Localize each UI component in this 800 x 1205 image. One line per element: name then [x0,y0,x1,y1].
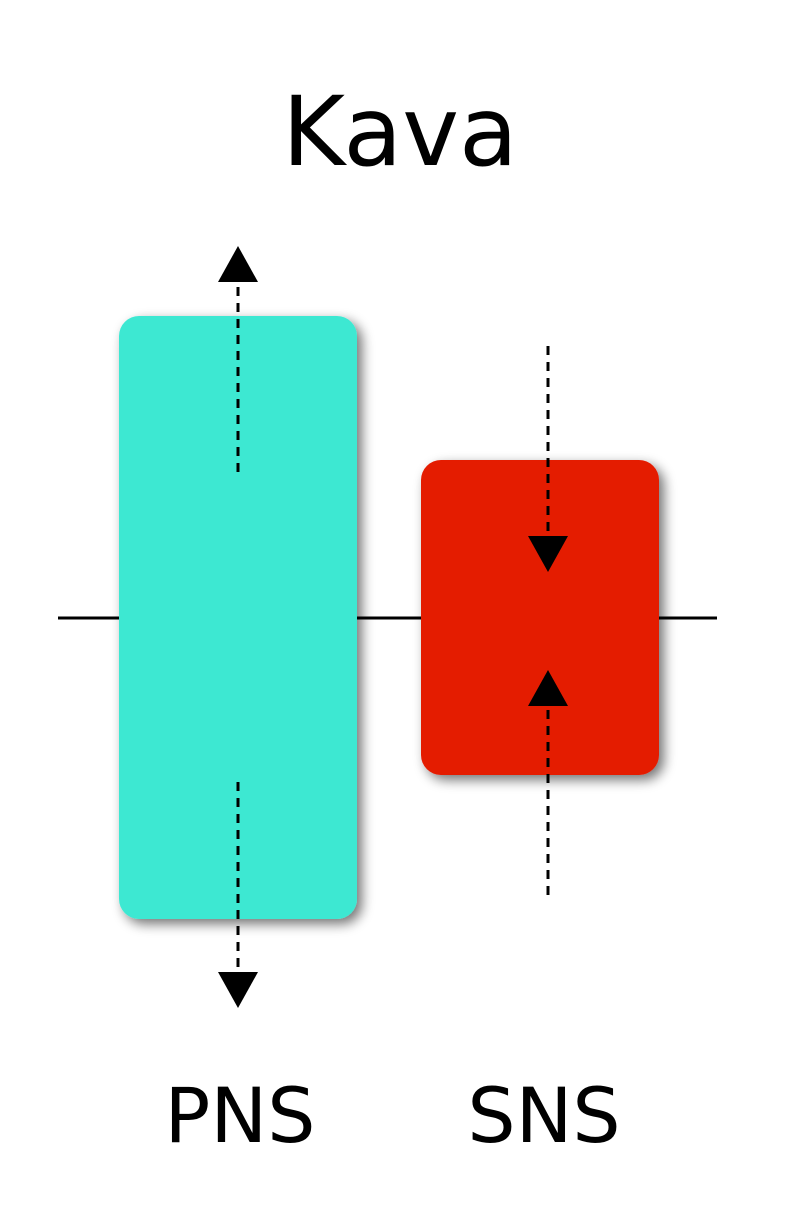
diagram-title: Kava [282,76,518,188]
sns-down-arrow-icon [528,346,568,572]
sns-box [421,460,659,775]
pns-up-arrow-icon [218,246,258,472]
pns-label: PNS [165,1071,316,1160]
pns-box [119,316,357,919]
sns-up-arrow-icon [528,670,568,895]
sns-label: SNS [467,1071,620,1160]
pns-down-arrow-icon [218,782,258,1008]
